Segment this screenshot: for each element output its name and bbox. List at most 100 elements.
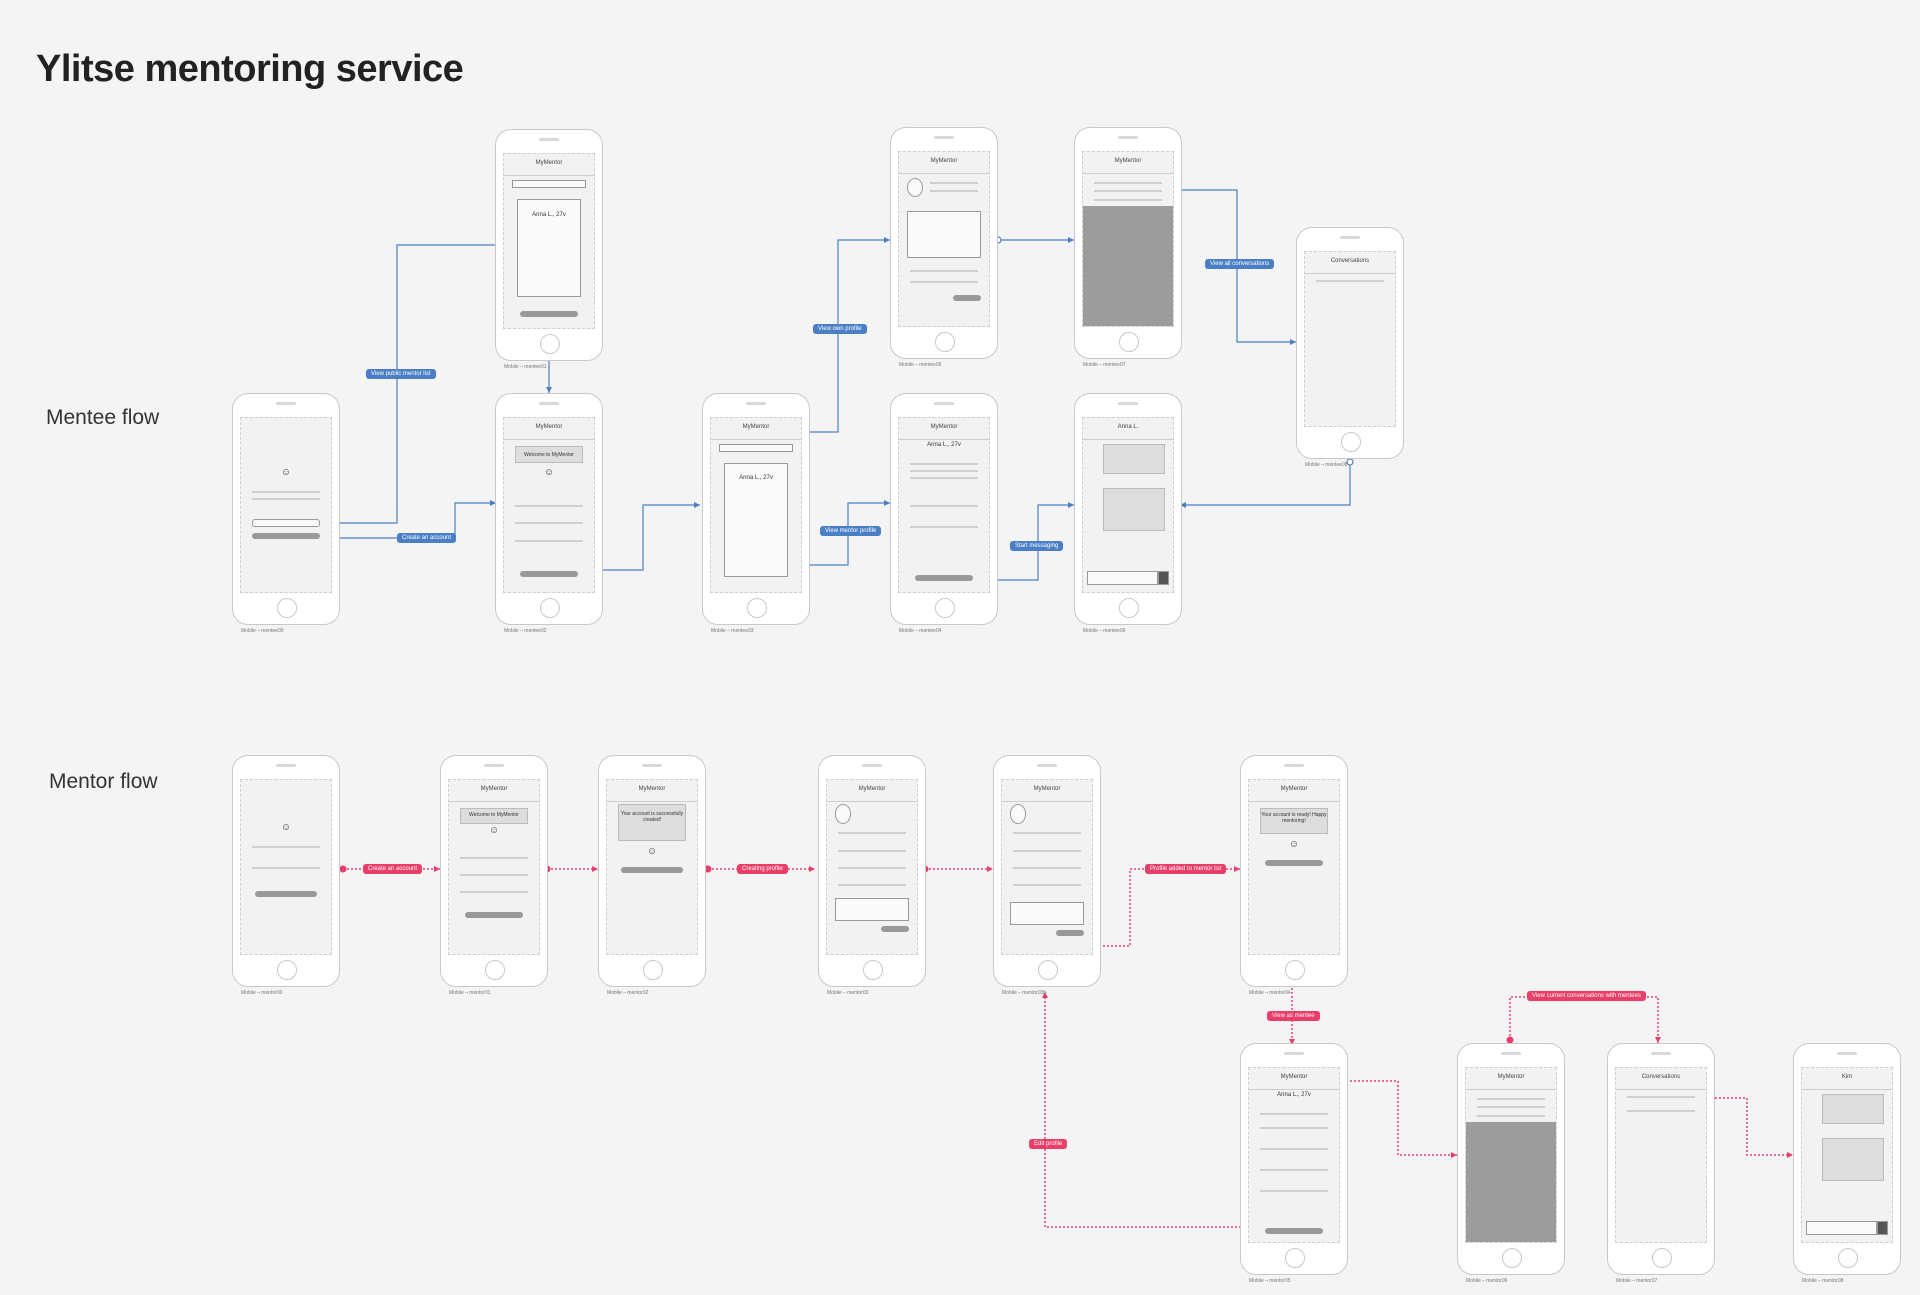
mentor-name: Anna L., 27v xyxy=(739,475,773,482)
caption: Mobile – mentee00 xyxy=(241,628,284,634)
screen-mentor-chat: Kim xyxy=(1801,1067,1893,1243)
screen-edit-profile: MyMentor xyxy=(1001,779,1093,955)
link-conv-to-mentor-chat xyxy=(1707,1097,1793,1156)
phone-mentor07: Conversations Mobile – mentor07 xyxy=(1607,1043,1715,1284)
signup-button[interactable] xyxy=(254,891,318,898)
phone-mentor03: MyMentor Mobile – mentor03 xyxy=(818,755,926,996)
link-public-list xyxy=(318,244,549,524)
phone-mentor00: ☺ Mobile – mentor00 xyxy=(232,755,340,996)
send-button[interactable] xyxy=(1158,571,1170,586)
screen-mentor-profile: MyMentor Anna L., 27v xyxy=(898,417,990,593)
smiley-icon: ☺ xyxy=(646,846,658,858)
page-title: Ylitse mentoring service xyxy=(36,48,464,90)
caption: Mobile – mentee02 xyxy=(504,628,547,634)
smiley-icon: ☺ xyxy=(280,821,292,833)
create-profile-button[interactable] xyxy=(620,866,684,873)
screen-mentor-conversations: Conversations xyxy=(1615,1067,1707,1243)
phone-mentor05: MyMentor Anna L., 27v Mobile – mentor05 xyxy=(1240,1043,1348,1284)
profile-name: Anna L., 27v xyxy=(1277,1092,1311,1099)
phone-mentor02: MyMentor Your account is successfully cr… xyxy=(598,755,706,996)
link-edit-profile xyxy=(1044,992,1285,1228)
caption: Mobile – mentee04 xyxy=(899,628,942,634)
badge-profile-added: Profile added to mentor list xyxy=(1145,864,1227,874)
public-list-button[interactable] xyxy=(252,518,320,527)
badge-view-own-profile: View own profile xyxy=(813,324,867,334)
caption: Mobile – mentee03 xyxy=(711,628,754,634)
caption: Mobile – mentor06 xyxy=(1466,1278,1508,1284)
story-textarea[interactable] xyxy=(834,898,910,922)
caption: Mobile – mentee01 xyxy=(504,364,547,370)
ready-text: Your account is ready! Happy mentoring! xyxy=(1261,812,1327,825)
screen-mentor-signup: MyMentor Welcome to MyMentor ☺ xyxy=(448,779,540,955)
search-input[interactable] xyxy=(718,444,794,453)
app-header: MyMentor xyxy=(899,152,989,174)
screen-account-created: MyMentor Your account is successfully cr… xyxy=(606,779,698,955)
caption: Mobile – mentor07 xyxy=(1616,1278,1658,1284)
save-button[interactable] xyxy=(880,926,910,933)
start-messaging-button[interactable] xyxy=(915,574,973,581)
message-input[interactable] xyxy=(1805,1221,1878,1236)
search-input[interactable] xyxy=(511,180,587,189)
edit-profile-button[interactable] xyxy=(1265,1228,1323,1235)
avatar xyxy=(834,804,851,824)
mentor-card[interactable]: Anna L., 27v xyxy=(516,199,582,297)
phone-mentee03: MyMentor Anna L., 27v Mobile – mentee03 xyxy=(702,393,810,634)
screen-profile-ready: MyMentor Your account is ready! Happy me… xyxy=(1248,779,1340,955)
save-button[interactable] xyxy=(1055,929,1085,936)
caption: Mobile – mentee07 xyxy=(1083,362,1126,368)
screen-own-profile: MyMentor xyxy=(898,151,990,327)
caption: Mobile – mentor03b xyxy=(1002,990,1047,996)
send-button[interactable] xyxy=(1877,1221,1889,1236)
caption: Mobile – mentee08 xyxy=(1305,462,1348,468)
badge-view-all-conversations: View all conversations xyxy=(1205,259,1275,269)
app-header: MyMentor xyxy=(827,780,917,802)
app-header: MyMentor xyxy=(1249,780,1339,802)
mentor-flow-label: Mentor flow xyxy=(49,770,158,793)
badge-start-messaging: Start messaging xyxy=(1010,541,1064,551)
story-textarea[interactable] xyxy=(906,211,982,259)
create-account-button[interactable] xyxy=(252,532,320,539)
screen-signup: MyMentor Welcome to MyMentor ☺ xyxy=(503,417,595,593)
badge-view-mentor-profile: View mentor profile xyxy=(820,526,882,536)
screen-creating-profile: MyMentor xyxy=(826,779,918,955)
message-input[interactable] xyxy=(1086,571,1159,586)
mentee-flow-label: Mentee flow xyxy=(46,406,160,429)
badge-view-as-mentee: View as mentee xyxy=(1267,1011,1320,1021)
badge-view-public-mentor-list: View public mentor list xyxy=(366,369,436,379)
link-current-conversations xyxy=(1509,996,1659,1043)
app-header: MyMentor xyxy=(607,780,697,802)
screen-chat: Anna L. xyxy=(1082,417,1174,593)
signup-button[interactable] xyxy=(520,310,578,317)
link-mentee-view-to-menu xyxy=(1338,1080,1457,1156)
caption: Mobile – mentor02 xyxy=(607,990,649,996)
mentor-card[interactable]: Anna L., 27v xyxy=(723,463,789,577)
welcome-text: Welcome to MyMentor xyxy=(524,451,574,458)
success-banner: Your account is successfully created! xyxy=(618,804,686,842)
menu-overlay xyxy=(1466,1121,1556,1242)
badge-mentor-create-account: Create an account xyxy=(363,864,423,874)
view-profile-button[interactable] xyxy=(1265,860,1323,867)
screen-welcome: ☺ xyxy=(240,417,332,593)
badge-edit-profile: Edit profile xyxy=(1029,1139,1068,1149)
caption: Mobile – mentee06 xyxy=(1083,628,1126,634)
save-button[interactable] xyxy=(952,294,982,301)
caption: Mobile – mentor08 xyxy=(1802,1278,1844,1284)
app-header: MyMentor xyxy=(504,418,594,440)
signup-submit-button[interactable] xyxy=(520,571,578,578)
mentor-name: Anna L., 27v xyxy=(532,211,566,218)
app-header: MyMentor xyxy=(1466,1068,1556,1090)
welcome-banner: Welcome to MyMentor xyxy=(460,807,528,824)
mentor-arrow-heads xyxy=(434,866,1793,1158)
signup-submit-button[interactable] xyxy=(465,912,523,919)
caption: Mobile – mentor01 xyxy=(449,990,491,996)
screen-menu: MyMentor xyxy=(1082,151,1174,327)
app-header: MyMentor xyxy=(1002,780,1092,802)
story-textarea[interactable] xyxy=(1009,901,1085,925)
link-conv-to-chat xyxy=(1180,462,1351,506)
smiley-icon: ☺ xyxy=(280,466,292,478)
link-profile-added xyxy=(1091,868,1240,947)
menu-overlay xyxy=(1083,205,1173,326)
phone-mentee04: MyMentor Anna L., 27v Mobile – mentee04 xyxy=(890,393,998,634)
